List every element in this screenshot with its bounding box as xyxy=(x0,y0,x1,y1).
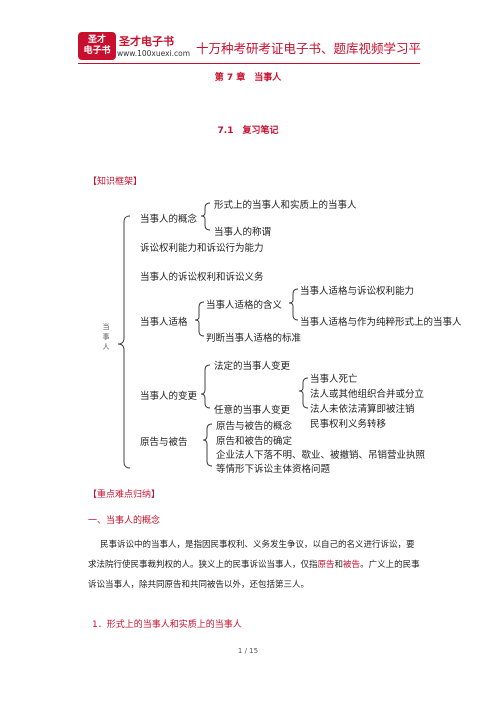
paragraph-line-1: 民事诉讼中的当事人，是指因民事权利、义务发生争议，以自己的名义进行诉讼，要 xyxy=(100,540,415,550)
logo-text-top: 圣才 xyxy=(87,35,106,45)
node-change-legal-child-2: 法人或其他组织合并或分立 xyxy=(310,389,425,400)
node-qualification: 当事人适格 xyxy=(140,317,188,328)
mindmap-root: 当事人 xyxy=(102,323,110,351)
paragraph-line-3: 诉讼当事人，除共同原告和共同被告以外，还包括第三人。 xyxy=(88,580,310,590)
header-slogan: 十万种考研考证电子书、题库视频学习平 xyxy=(196,41,422,56)
node-plaintiff-child-3: 企业法人下落不明、歇业、被撤销、吊销营业执照 xyxy=(216,450,426,461)
node-qualification-judge: 判断当事人适格的标准 xyxy=(206,333,302,344)
node-change-legal: 法定的当事人变更 xyxy=(214,361,291,372)
node-change-legal-child-4: 民事权利义务转移 xyxy=(310,419,387,430)
brace-change xyxy=(200,364,211,409)
node-change-optional: 任意的当事人变更 xyxy=(214,405,291,416)
heading-concept: 一、当事人的概念 xyxy=(88,516,161,526)
node-qualification-meaning-child-2: 当事人适格与作为纯粹形式上的当事人 xyxy=(300,317,462,328)
node-rights: 当事人的诉讼权利和诉讼义务 xyxy=(140,272,264,283)
node-capacity: 诉讼权利能力和诉讼行为能力 xyxy=(140,243,264,254)
paragraph-line-2-c: 。广义上的民事 xyxy=(360,560,420,570)
header-divider xyxy=(78,63,420,64)
brace-plaintiff xyxy=(202,423,213,467)
section-title: 7.1 复习笔记 xyxy=(217,126,279,136)
node-change: 当事人的变更 xyxy=(140,391,198,402)
node-plaintiff-child-1: 原告与被告的概念 xyxy=(216,421,293,432)
brand-name: 圣才电子书 xyxy=(119,35,174,48)
brand-url[interactable]: www.100xuexi.com xyxy=(117,49,191,58)
node-concept-child-2: 当事人的称谓 xyxy=(214,227,272,238)
brace-change-legal xyxy=(298,377,309,409)
node-concept: 当事人的概念 xyxy=(140,214,198,225)
heading-formal-substantive: 1．形式上的当事人和实质上的当事人 xyxy=(92,620,242,630)
paragraph-line-2-a: 求法院行使民事裁判权的人。狭义上的民事诉讼当事人，仅指 xyxy=(88,560,318,570)
knowledge-frame-label: 【知识框架】 xyxy=(88,177,143,187)
node-change-legal-child-3: 法人未依法清算即被注销 xyxy=(310,404,415,415)
node-qualification-meaning-child-1: 当事人适格与诉讼权利能力 xyxy=(300,286,415,297)
highlight-plaintiff: 原告 xyxy=(317,560,335,570)
key-points-label: 【重点难点归纳】 xyxy=(88,490,161,500)
brand-logo: 圣才 电子书 xyxy=(78,32,116,60)
node-concept-child-1: 形式上的当事人和实质上的当事人 xyxy=(214,200,357,211)
brace-root xyxy=(117,215,131,469)
brace-qualification-meaning xyxy=(288,288,299,321)
node-plaintiff-child-2: 原告和被告的确定 xyxy=(216,436,293,447)
chapter-title: 第 7 章 当事人 xyxy=(214,73,282,83)
brace-concept xyxy=(200,202,211,231)
paragraph-line-2-b: 和 xyxy=(334,560,344,570)
brace-qualification xyxy=(194,301,205,337)
node-plaintiff: 原告与被告 xyxy=(140,437,188,448)
node-qualification-meaning: 当事人适格的含义 xyxy=(206,300,283,311)
logo-text-bottom: 电子书 xyxy=(83,46,111,56)
node-change-legal-child-1: 当事人死亡 xyxy=(310,374,358,385)
paragraph-line-2: 求法院行使民事裁判权的人。狭义上的民事诉讼当事人，仅指原告和被告。广义上的民事 xyxy=(88,558,420,570)
highlight-defendant: 被告 xyxy=(343,560,361,570)
node-plaintiff-child-4: 等情形下诉讼主体资格问题 xyxy=(216,464,331,475)
page-number: 1 / 15 xyxy=(237,647,259,655)
